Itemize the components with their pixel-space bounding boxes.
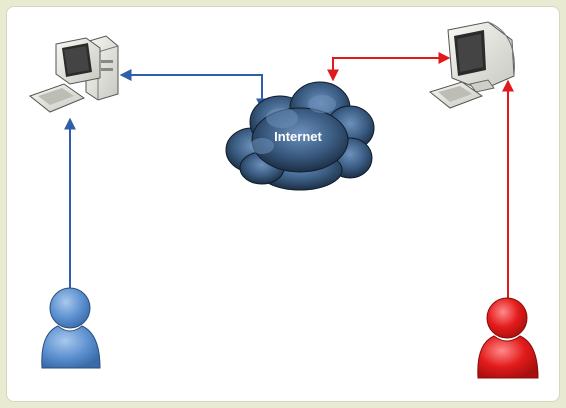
cloud-label: Internet xyxy=(274,129,322,144)
link-internet-right-computer xyxy=(327,52,451,82)
link-left-computer-internet xyxy=(119,69,268,111)
crt-monitor-computer-icon xyxy=(428,21,515,109)
user-icon xyxy=(477,297,539,379)
desktop-computer-icon xyxy=(28,35,119,113)
user-icon xyxy=(41,287,101,369)
cloud-icon: Internet xyxy=(225,81,375,191)
